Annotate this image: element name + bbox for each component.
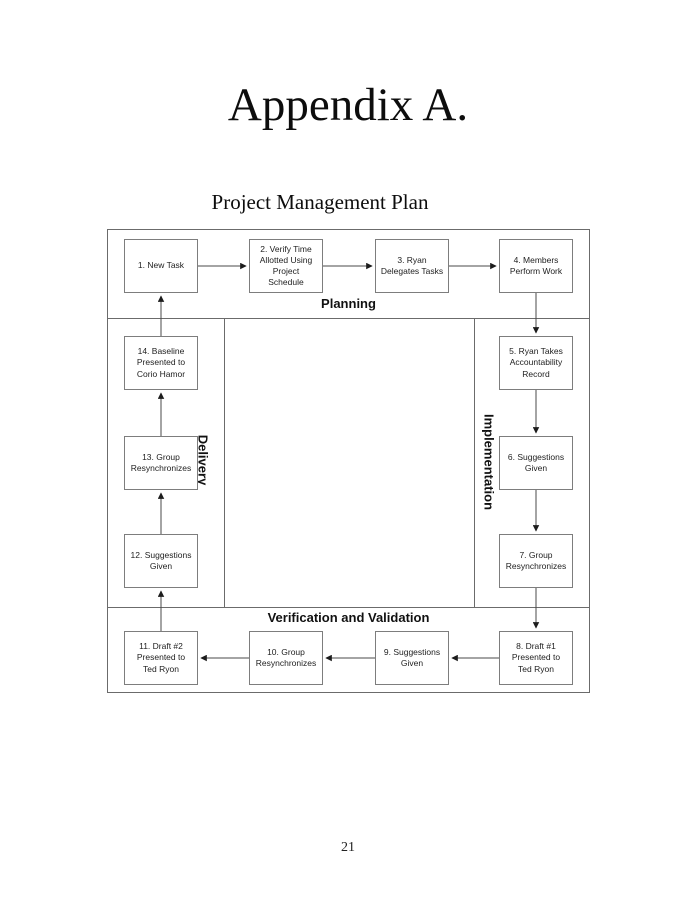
flow-box-5-accountability: 5. Ryan Takes Accountability Record (499, 336, 573, 390)
flow-arrows (157, 262, 540, 662)
flow-box-label: 13. Group Resynchronizes (130, 451, 192, 473)
flow-box-label: 1. New Task (137, 260, 185, 271)
page-title: Appendix A. (227, 79, 469, 131)
flow-box-1-new-task: 1. New Task (124, 239, 198, 293)
flow-box-label: 14. Baseline Presented to Corio Hamor (136, 346, 186, 379)
flow-box-12-suggestions-given: 12. Suggestions Given (124, 534, 198, 588)
flow-box-label: 12. Suggestions Given (130, 549, 192, 571)
flow-box-6-suggestions-given: 6. Suggestions Given (499, 436, 573, 490)
flow-box-10-group-resync: 10. Group Resynchronizes (249, 631, 323, 685)
flow-box-8-draft1-presented: 8. Draft #1 Presented to Ted Ryon (499, 631, 573, 685)
diagram-title: Project Management Plan (211, 190, 429, 214)
flow-box-label: 4. Members Perform Work (509, 254, 563, 276)
flow-box-7-group-resync: 7. Group Resynchronizes (499, 534, 573, 588)
flow-box-label: 5. Ryan Takes Accountability Record (509, 346, 563, 379)
flow-box-2-verify-time: 2. Verify Time Allotted Using Project Sc… (249, 239, 323, 293)
flow-box-label: 2. Verify Time Allotted Using Project Sc… (259, 243, 313, 288)
flow-box-label: 8. Draft #1 Presented to Ted Ryon (511, 641, 561, 674)
page-number: 21 (341, 840, 355, 855)
flow-box-4-members-perform: 4. Members Perform Work (499, 239, 573, 293)
flow-box-label: 11. Draft #2 Presented to Ted Ryon (136, 641, 186, 674)
flow-box-3-ryan-delegates: 3. Ryan Delegates Tasks (375, 239, 449, 293)
flow-box-9-suggestions-given: 9. Suggestions Given (375, 631, 449, 685)
flow-box-label: 9. Suggestions Given (383, 646, 441, 668)
flow-box-label: 6. Suggestions Given (507, 451, 565, 473)
flow-box-11-draft2-presented: 11. Draft #2 Presented to Ted Ryon (124, 631, 198, 685)
flow-box-label: 10. Group Resynchronizes (255, 646, 317, 668)
flow-box-label: 3. Ryan Delegates Tasks (380, 254, 444, 276)
flow-box-14-baseline-presented: 14. Baseline Presented to Corio Hamor (124, 336, 198, 390)
flow-box-label: 7. Group Resynchronizes (505, 549, 567, 571)
project-management-flowchart: Planning Verification and Validation Del… (107, 229, 590, 693)
divider-top-band (108, 318, 589, 319)
flow-box-13-group-resync: 13. Group Resynchronizes (124, 436, 198, 490)
divider-left-column (224, 318, 225, 607)
section-label-verification-validation: Verification and Validation (267, 610, 430, 625)
divider-right-column (474, 318, 475, 607)
divider-bottom-band (108, 607, 589, 608)
section-label-planning: Planning (321, 296, 376, 311)
